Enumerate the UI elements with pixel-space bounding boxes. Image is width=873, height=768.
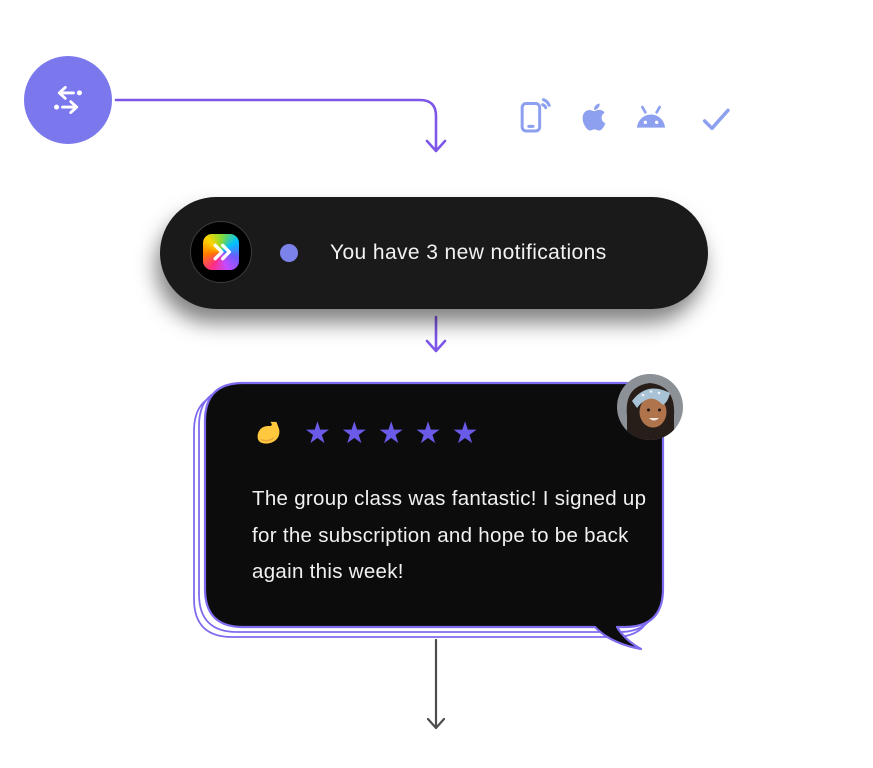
trigger-node — [24, 56, 112, 144]
review-header: ★★★★★ — [252, 419, 488, 449]
review-line: The group class was fantastic! I signed … — [252, 487, 647, 510]
notification-banner: You have 3 new notifications — [160, 197, 708, 309]
mid-arrowhead-icon — [425, 339, 447, 353]
android-icon — [631, 100, 671, 140]
bottom-arrowhead-icon — [426, 717, 446, 730]
review-text: The group class was fantastic! I signed … — [252, 481, 646, 591]
branch-arrows-icon — [54, 86, 82, 114]
notification-message: You have 3 new notifications — [330, 241, 607, 264]
elbow-connector — [114, 98, 438, 150]
app-icon — [190, 221, 252, 283]
review-line: again this week! — [252, 560, 404, 583]
rainbow-chevrons-logo-icon — [203, 234, 239, 270]
reviewer-avatar — [617, 374, 683, 440]
review-card: ★★★★★ The group class was fantastic! I s… — [205, 381, 663, 627]
review-line: for the subscription and hope to be back — [252, 523, 629, 547]
unread-dot-icon — [280, 244, 298, 262]
star-rating: ★★★★★ — [304, 417, 489, 450]
elbow-arrowhead-icon — [425, 139, 447, 153]
checkmark-icon — [700, 103, 732, 135]
phone-notification-icon — [513, 96, 553, 136]
flexed-biceps-emoji-icon — [257, 421, 280, 444]
apple-icon — [576, 99, 612, 135]
